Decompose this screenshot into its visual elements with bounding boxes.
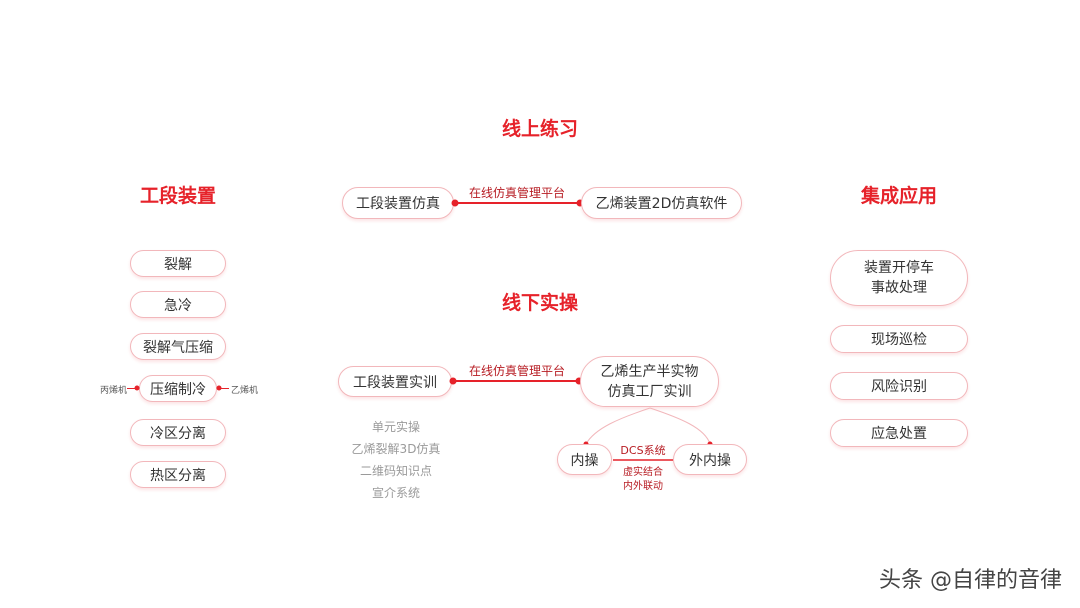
right-item-label: 现场巡检: [871, 332, 927, 348]
node-label: 内操: [570, 452, 599, 469]
ethylene-compressor-label: 乙烯机: [231, 386, 259, 396]
ops-note-line1: 虚实结合: [623, 467, 663, 478]
outer-operation-node: 外内操: [673, 444, 747, 475]
inner-operation-node: 内操: [557, 444, 612, 475]
ops-note-line2: 内外联动: [623, 481, 663, 492]
offline-sub-item: 单元实操: [371, 420, 421, 434]
left-item-hot-separation: 热区分离: [130, 461, 226, 488]
left-item-quench: 急冷: [130, 291, 226, 318]
offline-sub-item: 二维码知识点: [359, 464, 433, 478]
offline-connector-line: [453, 380, 579, 382]
left-item-label: 急冷: [164, 297, 192, 314]
connector-dot: [449, 377, 457, 385]
connector-line: [217, 388, 229, 389]
propylene-compressor-label: 丙烯机: [100, 386, 128, 396]
watermark-text: 头条 @自律的音律: [879, 568, 1062, 593]
online-left-node: 工段装置仿真: [342, 187, 454, 219]
right-item-label-line1: 装置开停车: [864, 260, 934, 276]
node-label-line1: 乙烯生产半实物: [600, 363, 699, 380]
left-item-cold-separation: 冷区分离: [130, 419, 226, 446]
offline-right-node: 乙烯生产半实物 仿真工厂实训: [580, 356, 719, 407]
node-label-line2: 仿真工厂实训: [607, 383, 692, 400]
online-connector-line: [455, 202, 580, 204]
left-item-label: 冷区分离: [150, 425, 206, 442]
right-item-risk-identification: 风险识别: [830, 372, 968, 400]
right-item-startup-shutdown: 装置开停车 事故处理: [830, 250, 968, 306]
right-item-label-line2: 事故处理: [871, 280, 927, 296]
node-label: 乙烯装置2D仿真软件: [595, 196, 728, 212]
online-right-node: 乙烯装置2D仿真软件: [581, 187, 742, 219]
left-item-label: 压缩制冷: [150, 381, 206, 398]
left-item-gas-compression: 裂解气压缩: [130, 333, 226, 360]
curve-inner: [585, 407, 651, 445]
right-item-label: 应急处置: [871, 426, 927, 442]
node-label: 工段装置仿真: [356, 196, 440, 212]
left-item-compression-refrigeration: 压缩制冷: [139, 375, 217, 402]
section-title-offline: 线下实操: [501, 292, 579, 314]
node-label: 工段装置实训: [353, 374, 437, 391]
connector-dot: [216, 385, 222, 391]
offline-left-node: 工段装置实训: [338, 366, 452, 397]
section-title-right: 集成应用: [860, 185, 938, 207]
node-label: 外内操: [689, 452, 731, 469]
right-item-emergency-response: 应急处置: [830, 419, 968, 447]
right-item-field-inspection: 现场巡检: [830, 325, 968, 353]
offline-sub-item: 宣介系统: [371, 486, 421, 500]
right-item-label: 风险识别: [871, 379, 927, 395]
left-item-label: 裂解气压缩: [143, 339, 213, 356]
offline-sub-item: 乙烯裂解3D仿真: [351, 442, 441, 456]
online-edge-label: 在线仿真管理平台: [468, 186, 566, 200]
left-item-label: 热区分离: [150, 467, 206, 484]
left-item-label: 裂解: [164, 256, 192, 273]
connector-dot: [575, 377, 583, 385]
ops-note: 虚实结合 内外联动: [623, 466, 663, 494]
offline-edge-label: 在线仿真管理平台: [468, 364, 566, 378]
left-item-cracking: 裂解: [130, 250, 226, 277]
connector-dot: [451, 199, 459, 207]
dcs-system-label: DCS系统: [620, 444, 666, 457]
connector-dot: [134, 385, 140, 391]
section-title-online: 线上练习: [501, 118, 579, 140]
connector-line: [127, 388, 139, 389]
curve-outer: [649, 407, 711, 445]
section-title-left: 工段装置: [139, 185, 217, 207]
connector-dot: [576, 199, 584, 207]
